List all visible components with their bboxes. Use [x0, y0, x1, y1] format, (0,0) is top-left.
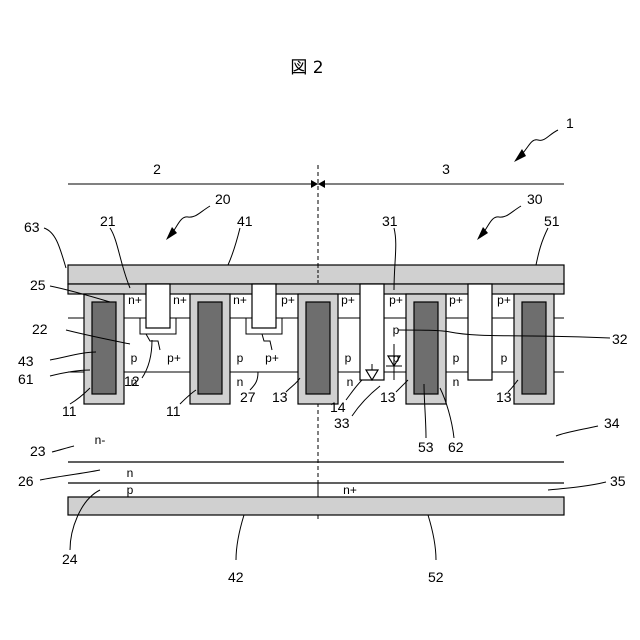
label-32: 32	[612, 331, 628, 347]
gate-13a	[306, 302, 330, 394]
gate-43	[92, 302, 116, 394]
dop-n-4: n	[453, 375, 460, 389]
contact-left2	[252, 284, 276, 328]
dop-p-3: p	[345, 351, 352, 365]
label-61: 61	[18, 371, 34, 387]
gate-11b	[198, 302, 222, 394]
leader-30	[481, 206, 521, 236]
dop-nminus: n-	[95, 433, 106, 447]
dop-n-buffer: n	[127, 466, 134, 480]
label-11b: 11	[166, 403, 181, 419]
figure-title: 図 2	[290, 58, 323, 78]
label-35: 35	[610, 473, 626, 489]
label-27: 27	[240, 389, 256, 405]
dop-nplus-3: n+	[233, 293, 247, 307]
dop-nplus-2: n+	[173, 293, 187, 307]
dop-p-5: p	[453, 351, 460, 365]
label-41: 41	[237, 213, 253, 229]
label-11a: 11	[62, 403, 77, 419]
dop-n-2: n	[237, 375, 244, 389]
contact-right2	[468, 284, 492, 380]
label-53: 53	[418, 439, 434, 455]
dop-nplus-drain: n+	[343, 483, 357, 497]
label-13b: 13	[380, 389, 396, 405]
dop-n-3: n	[347, 375, 354, 389]
dop-pplus-a: p+	[281, 293, 295, 307]
dop-nplus-1: n+	[128, 293, 142, 307]
leader-20	[170, 206, 210, 236]
label-25: 25	[30, 277, 46, 293]
bottom-electrode	[68, 497, 564, 515]
label-13c: 13	[496, 389, 512, 405]
dop-pplus-low1: p+	[167, 351, 181, 365]
dop-pplus-d: p+	[449, 293, 463, 307]
label-30: 30	[527, 191, 543, 207]
label-20: 20	[215, 191, 231, 207]
region-label-left: 2	[153, 161, 161, 177]
label-43: 43	[18, 353, 34, 369]
label-62: 62	[448, 439, 464, 455]
top-electrode	[68, 265, 564, 284]
label-22: 22	[32, 321, 48, 337]
dop-pplus-c: p+	[389, 293, 403, 307]
label-21: 21	[100, 213, 116, 229]
label-31: 31	[382, 213, 398, 229]
dop-pplus-e: p+	[497, 293, 511, 307]
dop-p-1: p	[131, 351, 138, 365]
label-12: 12	[124, 373, 140, 389]
label-26: 26	[18, 473, 34, 489]
pplus-leader-1	[146, 334, 160, 350]
gate-53	[414, 302, 438, 394]
region-label-right: 3	[442, 161, 450, 177]
dop-p-2: p	[237, 351, 244, 365]
contact-21	[146, 284, 170, 328]
label-device: 1	[566, 115, 574, 131]
dop-p-collector: p	[127, 483, 134, 497]
dop-p-6: p	[501, 351, 508, 365]
label-14: 14	[330, 399, 346, 415]
gate-13c	[522, 302, 546, 394]
label-51: 51	[544, 213, 560, 229]
label-52: 52	[428, 569, 444, 585]
dop-pplus-b: p+	[341, 293, 355, 307]
label-33: 33	[334, 415, 350, 431]
label-24: 24	[62, 551, 78, 567]
label-23: 23	[30, 443, 46, 459]
label-42: 42	[228, 569, 244, 585]
label-63: 63	[24, 219, 40, 235]
dop-pplus-low2: p+	[265, 351, 279, 365]
pplus-leader-2	[262, 334, 272, 350]
label-13a: 13	[272, 389, 288, 405]
label-34: 34	[604, 415, 620, 431]
